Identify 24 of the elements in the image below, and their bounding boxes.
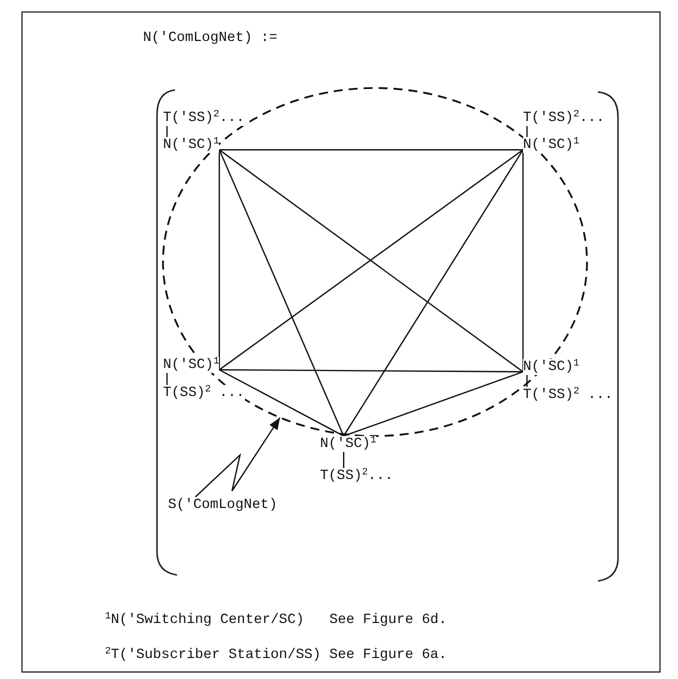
zigzag-arrow bbox=[194, 417, 281, 498]
connector-line bbox=[218, 150, 344, 436]
connector-line bbox=[219, 369, 523, 372]
title: N('ComLogNet) := bbox=[143, 30, 278, 46]
footnote: $^{1}$N('Switching Center/SC) See Figure 6d. bbox=[105, 612, 447, 628]
connector-line bbox=[166, 126, 168, 137]
connector-line bbox=[343, 371, 524, 437]
node-label: S('ComLogNet) bbox=[168, 497, 278, 513]
connector-line bbox=[343, 149, 524, 436]
connector-line bbox=[522, 150, 524, 372]
node-label: N('SC)$^{1}$ bbox=[163, 357, 220, 373]
node-label: N('SC)$^{1}$ bbox=[163, 137, 220, 153]
connector-line bbox=[166, 373, 168, 385]
connector-line bbox=[526, 375, 528, 387]
connector-line bbox=[343, 452, 344, 468]
node-label: T(SS)$^{2}$ ... bbox=[163, 385, 245, 401]
node-label: N('SC)$^{1}$ bbox=[320, 436, 376, 452]
connector-line bbox=[219, 149, 523, 150]
node-label: N('SC)$^{1}$ bbox=[523, 359, 580, 375]
node-label: T('SS)$^{2}$... bbox=[163, 110, 245, 126]
connector-line bbox=[219, 369, 344, 437]
footnote: $^{2}$T('Subscriber Station/SS) See Figure 6a. bbox=[105, 647, 447, 663]
connector-line bbox=[526, 126, 528, 137]
node-label: N('SC)$^{1}$ bbox=[523, 137, 580, 153]
